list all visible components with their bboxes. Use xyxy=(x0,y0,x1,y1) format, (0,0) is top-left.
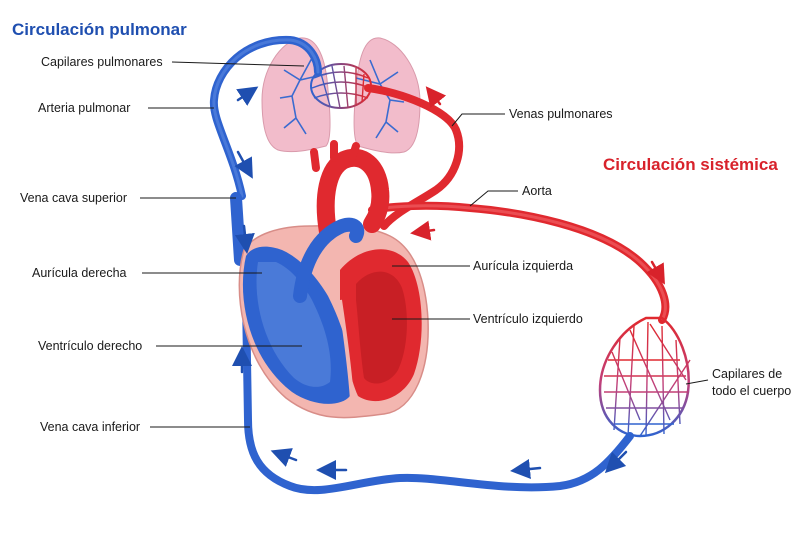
leader-lines xyxy=(140,61,709,428)
systemic-circulation-title: Circulación sistémica xyxy=(603,155,778,174)
pulmonary-circulation-title: Circulación pulmonar xyxy=(12,20,187,39)
label-arteria-pulmonar: Arteria pulmonar xyxy=(38,101,131,115)
pulmonary-capillaries xyxy=(310,63,372,109)
label-auricula-izquierda: Aurícula izquierda xyxy=(473,259,574,273)
body-capillaries xyxy=(598,316,691,438)
label-vena-cava-inferior: Vena cava inferior xyxy=(40,420,141,434)
label-ventriculo-izquierdo: Ventrículo izquierdo xyxy=(473,312,583,326)
flow-arrows xyxy=(232,86,665,480)
left-bronchi xyxy=(279,57,327,135)
left-lung xyxy=(261,37,331,153)
label-auricula-derecha: Aurícula derecha xyxy=(32,266,127,280)
label-venas-pulmonares: Venas pulmonares xyxy=(509,107,613,121)
label-ventriculo-derecho: Ventrículo derecho xyxy=(38,339,143,353)
heart xyxy=(238,140,429,419)
superior-vena-cava-vessel xyxy=(230,192,246,266)
right-bronchi xyxy=(355,59,405,139)
label-vena-cava-superior: Vena cava superior xyxy=(20,191,128,205)
systemic-return-vein xyxy=(242,296,634,495)
label-capilares-pulmonares: Capilares pulmonares xyxy=(41,55,163,69)
label-aorta: Aorta xyxy=(522,184,552,198)
label-capilares-cuerpo: Capilares de todo el cuerpo xyxy=(712,367,792,398)
